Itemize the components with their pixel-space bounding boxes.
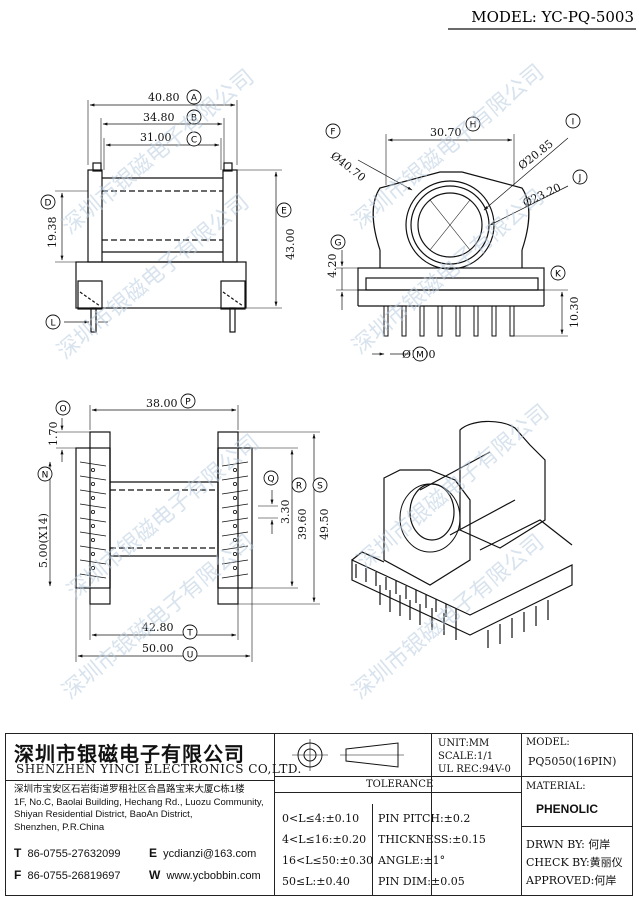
svg-text:S: S [317,482,323,492]
svg-text:O: O [59,405,66,415]
svg-text:F: F [330,128,335,138]
model-box-value: PQ5050(16PIN) [528,755,617,768]
dim-u-value: 50.00 [142,642,174,655]
watermark: 深圳市银磁电子有限公司 深圳市银磁电子有限公司 深圳市银磁电子有限公司 深圳市银… [53,60,554,705]
dim-letter-u: U [182,646,198,662]
dim-letter-e: E [276,202,292,218]
dim-r-value: 39.60 [296,509,309,541]
dim-f-value: Ø40.70 [328,149,368,184]
svg-text:深圳市银磁电子有限公司: 深圳市银磁电子有限公司 [63,430,264,605]
dim-h-value: 30.70 [430,126,462,139]
dim-letter-h: H [465,116,481,132]
svg-text:B: B [191,114,197,124]
contact-fax: F 86-0755-26819697 [14,868,121,882]
dim-n-value: 5.00(X14) [37,513,50,568]
front-view [55,100,282,333]
dim-b-value: 34.80 [143,111,175,124]
dim-letter-c: C [186,131,202,147]
end-view-pins [383,305,515,337]
checked-by: CHECK BY:黄丽仪 [526,856,623,869]
dim-letter-o: O [55,400,71,416]
dim-letter-b: B [186,109,202,125]
dim-letter-t: T [182,624,198,640]
dim-o-value: 1.70 [47,422,60,447]
dim-s-value: 49.50 [318,509,331,541]
model-header: MODEL: YC-PQ-5003 [471,8,634,26]
dim-letter-l: L [45,314,61,330]
technical-drawing: MODEL: YC-PQ-5003 [37,8,636,705]
dim-letter-p: P [180,393,196,409]
svg-text:M: M [416,351,424,361]
svg-text:R: R [296,482,302,492]
svg-text:K: K [555,270,562,280]
material-value: PHENOLIC [536,802,599,816]
contact-web: W www.ycbobbin.com [149,868,261,882]
svg-text:Q: Q [267,475,274,485]
dim-letter-g: G [330,234,346,250]
dim-letter-f: F [325,123,341,139]
drawn-by: DRWN BY: 何岸 [526,838,611,851]
svg-text:G: G [335,239,342,249]
dim-letter-d: D [40,194,56,210]
company-name-en: SHENZHEN YINCI ELECTRONICS CO,LTD. [16,762,302,776]
projection-symbol-icon [292,739,404,771]
dim-letter-j: J [572,169,588,185]
svg-text:U: U [187,651,194,661]
dim-k-value: 10.30 [568,297,581,329]
dim-a-value: 40.80 [148,91,180,104]
svg-text:T: T [186,629,193,639]
company-address: 深圳市宝安区石岩街道罗租社区合昌路宝来大厦C栋1楼 1F, No.C, Baol… [14,784,264,833]
dim-g-value: 4.20 [326,254,339,279]
svg-text:L: L [50,319,55,329]
bottom-view-pin-slots [79,461,249,579]
svg-text:E: E [281,207,287,217]
svg-text:J: J [578,174,582,184]
dim-q-value: 3.30 [279,500,292,525]
dim-letter-n: N [37,466,53,482]
title-block: 深圳市银磁电子有限公司 SHENZHEN YINCI ELECTRONICS C… [5,733,633,896]
model-box-label: MODEL: [526,737,570,748]
dim-letter-a: A [186,89,202,105]
dim-p-value: 38.00 [146,397,178,410]
svg-text:A: A [191,94,198,104]
dim-c-value: 31.00 [140,131,172,144]
svg-text:D: D [45,199,52,209]
svg-text:H: H [470,121,477,131]
dim-letter-k: K [550,265,566,281]
unit-spec: UNIT:MM [438,738,490,749]
svg-text:N: N [42,471,49,481]
isometric-view [351,420,573,648]
material-label: MATERIAL: [526,781,586,792]
dim-letter-q: Q [263,470,279,486]
ul-spec: UL REC:94V-0 [438,764,511,775]
scale-spec: SCALE:1/1 [438,751,494,762]
contact-tel: T 86-0755-27632099 [14,846,121,860]
dim-letter-m: M [412,346,428,362]
approvals: DRWN BY: 何岸 CHECK BY:黄丽仪 APPROVED:何岸 [526,836,623,890]
contact-email: E ycdianzi@163.com [149,846,257,860]
dim-i-value: Ø20.85 [516,137,556,172]
svg-text:C: C [191,136,197,146]
dim-letter-r: R [291,477,307,493]
tolerance-left: 0<L≤4:±0.10 4<L≤16:±0.20 16<L≤50:±0.30 5… [282,812,374,888]
bottom-view [75,431,253,605]
dim-letter-i: I [565,113,581,129]
approved-by: APPROVED:何岸 [526,874,617,887]
tolerance-right: PIN PITCH:±0.2 THICKNESS:±0.15 ANGLE:±1°… [378,812,486,888]
dim-e-value: 43.00 [284,229,297,261]
tolerance-title: TOLERANCE [366,779,434,790]
dimension-letter-markers: AB C D E F G H I J K L M N O P Q R S T U [37,89,588,662]
dim-t-value: 42.80 [142,621,174,634]
svg-text:I: I [572,118,575,128]
svg-text:P: P [185,398,191,408]
company-name-cn: 深圳市银磁电子有限公司 [14,742,245,766]
dim-d-value: 19.38 [46,217,59,249]
dim-letter-s: S [312,477,328,493]
